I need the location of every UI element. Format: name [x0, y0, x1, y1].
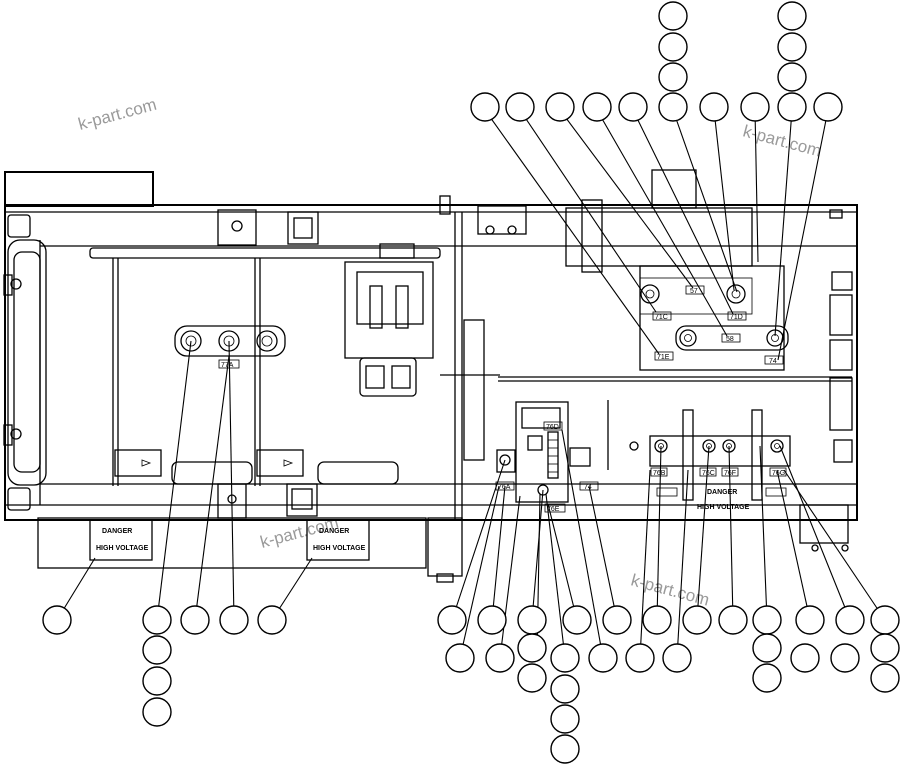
callout-bubble — [550, 643, 580, 673]
callout-bubble — [550, 674, 580, 704]
warning-plate-left-line2: HIGH VOLTAGE — [96, 545, 149, 552]
callout-bubble — [550, 704, 580, 734]
callout-bubble — [562, 605, 592, 635]
callout-bubble — [752, 633, 782, 663]
callout-bubble — [777, 1, 807, 31]
callout-bubble — [445, 643, 475, 673]
callout-bubble — [582, 92, 612, 122]
terminal-label: 58 — [726, 336, 734, 343]
callout-bubble — [813, 92, 843, 122]
callout-bubble — [42, 605, 72, 635]
fuse-plate-line1: DANGER — [707, 489, 737, 496]
callout-bubble — [437, 605, 467, 635]
warning-plate-right-line2: HIGH VOLTAGE — [313, 545, 366, 552]
callout-bubble — [625, 643, 655, 673]
callout-bubble — [830, 643, 860, 673]
left-door — [3, 214, 47, 511]
callouts-bottom-right — [437, 605, 900, 764]
center-divider — [427, 195, 527, 583]
callout-bubble — [485, 643, 515, 673]
callouts-top — [470, 1, 843, 122]
callout-bubble — [505, 92, 535, 122]
callout-bubble — [835, 605, 865, 635]
terminal-label: 76D — [546, 424, 559, 431]
callout-bubble — [545, 92, 575, 122]
callout-bubble — [517, 663, 547, 693]
terminal-label: 71D — [730, 314, 743, 321]
callout-bubble — [588, 643, 618, 673]
warning-plate-left-line1: DANGER — [102, 528, 132, 535]
leader-lines — [56, 109, 886, 659]
terminal-label: 76B — [653, 470, 666, 477]
right-upper-board: 57 71C 71D 58 71E 74 — [498, 169, 852, 382]
callout-bubble — [777, 32, 807, 62]
terminal-label: 76C — [702, 470, 715, 477]
callout-bubble — [618, 92, 648, 122]
callout-bubble — [470, 92, 500, 122]
callout-bubble — [752, 663, 782, 693]
terminal-label: 74 — [584, 484, 592, 491]
callout-bubble — [662, 643, 692, 673]
terminal-label: 74 — [769, 358, 777, 365]
callout-bubble — [777, 62, 807, 92]
fuse-plate-line2: HIGH VOLTAGE — [697, 504, 750, 511]
callout-bubble — [777, 92, 807, 122]
callout-bubble — [257, 605, 287, 635]
callout-bubble — [740, 92, 770, 122]
terminal-label: 71C — [655, 314, 668, 321]
callout-bubble — [517, 633, 547, 663]
callout-bubble — [658, 1, 688, 31]
terminal-label: 71E — [657, 354, 670, 361]
callout-bubble — [550, 734, 580, 764]
terminal-label: 76G — [772, 470, 785, 477]
callout-bubble — [142, 666, 172, 696]
callouts-bottom-left — [42, 605, 287, 727]
callout-bubble — [699, 92, 729, 122]
callout-bubble — [870, 605, 900, 635]
left-panel: 77A — [89, 209, 441, 519]
callout-bubble — [658, 32, 688, 62]
callout-bubble — [142, 635, 172, 665]
callout-bubble — [477, 605, 507, 635]
contactor — [344, 243, 434, 397]
callout-bubble — [658, 92, 688, 122]
callout-bubble — [180, 605, 210, 635]
callout-bubble — [795, 605, 825, 635]
fuse-blocks: 76B 76C 76F 76G DANGER HIGH VOLTAGE — [629, 409, 791, 511]
terminal-label: 57 — [690, 288, 698, 295]
callout-bubble — [682, 605, 712, 635]
callout-bubble — [658, 62, 688, 92]
callout-bubble — [870, 633, 900, 663]
callout-bubble — [219, 605, 249, 635]
bottom-rail: DANGER HIGH VOLTAGE DANGER HIGH VOLTAGE — [37, 517, 857, 569]
callout-bubble — [718, 605, 748, 635]
right-edge-hardware — [799, 209, 853, 552]
callout-bubble — [752, 605, 782, 635]
callout-bubble — [870, 663, 900, 693]
watermark: k-part.com — [76, 95, 158, 134]
callout-bubble — [790, 643, 820, 673]
callout-bubble — [602, 605, 632, 635]
terminal-label: 76E — [547, 506, 560, 513]
callout-bubble — [142, 697, 172, 727]
callout-bubble — [142, 605, 172, 635]
warning-plate-right-line1: DANGER — [319, 528, 349, 535]
watermark: k-part.com — [741, 122, 823, 161]
callout-bubble — [517, 605, 547, 635]
callout-bubble — [642, 605, 672, 635]
